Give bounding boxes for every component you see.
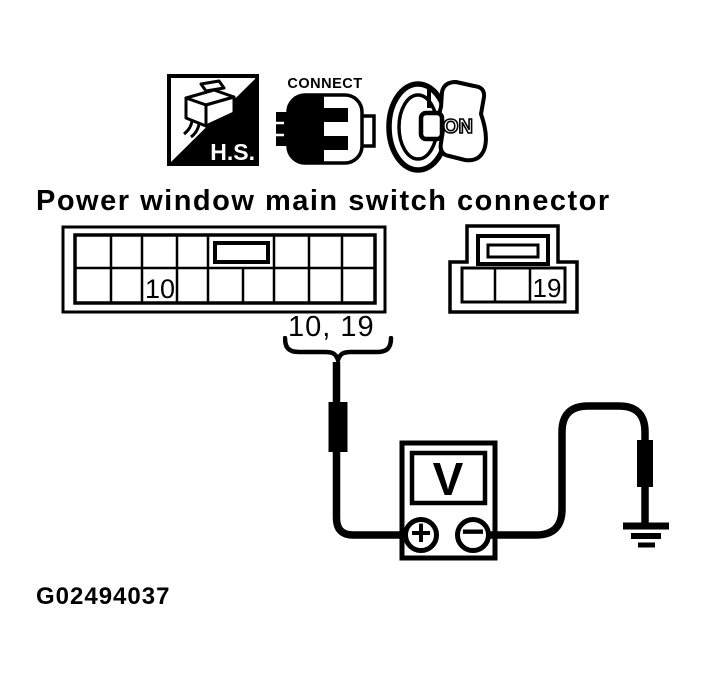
positive-probe [328, 402, 348, 452]
diagram-title: Power window main switch connector [36, 185, 611, 217]
sub-connector-pin-19: 19 [533, 273, 562, 303]
sub-connector: 19 [448, 224, 579, 314]
voltmeter-display-label: V [433, 453, 464, 505]
underbrace [283, 336, 394, 364]
connect-icon: CONNECT [276, 76, 376, 165]
negative-test-lead-wire [473, 402, 649, 539]
main-connector: 10 [61, 225, 387, 314]
voltmeter-display [409, 450, 488, 506]
key-icon-label: ON [443, 116, 473, 138]
test-points-label: 10, 19 [288, 311, 375, 343]
test-circuit: V + − [328, 362, 669, 561]
main-connector-pin-10: 10 [145, 274, 175, 304]
connect-icon-upper-prong [322, 108, 348, 122]
negative-terminal-label: − [461, 510, 484, 554]
sub-connector-latch-inner [486, 243, 540, 259]
connect-icon-tab-notches [276, 121, 284, 137]
hs-icon-label: H.S. [210, 139, 255, 165]
underbrace-path [283, 336, 394, 364]
key-grip [418, 110, 445, 142]
harness-side-connector-icon: H.S. [167, 74, 259, 166]
ignition-switch-on-icon: ON [386, 80, 488, 173]
connect-icon-label: CONNECT [287, 76, 362, 92]
negative-probe [637, 440, 653, 487]
positive-terminal-label: + [410, 512, 431, 553]
hs-connector-glyph-icon [183, 79, 236, 139]
main-connector-latch [213, 241, 270, 264]
sub-connector-cells [460, 266, 567, 304]
main-connector-grid [75, 235, 375, 303]
positive-test-lead-wire [332, 362, 421, 539]
figure-id: G02494037 [36, 583, 171, 610]
positive-terminal [403, 517, 439, 553]
connect-icon-lower-prong [322, 136, 348, 150]
negative-terminal [455, 517, 491, 553]
ground-symbol [623, 522, 669, 548]
connect-icon-plug-half [288, 95, 324, 163]
